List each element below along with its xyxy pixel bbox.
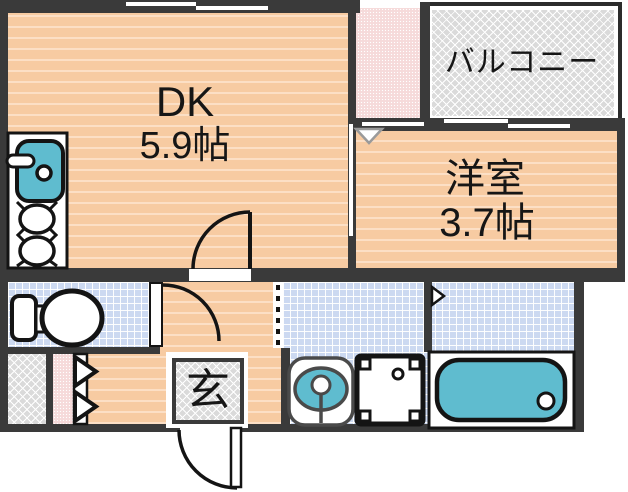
dk-door-sill	[189, 269, 251, 281]
top-window-icon	[196, 6, 268, 10]
washroom-floor	[283, 282, 428, 428]
wall-toilet-bottom	[0, 347, 160, 354]
wall-bottom	[0, 424, 584, 432]
wall-closet-divider	[46, 352, 53, 428]
wall-closet-balcony	[420, 2, 430, 128]
toilet-room-floor	[8, 282, 152, 348]
closet-pink-floor	[53, 353, 74, 425]
balcony-floor	[432, 10, 614, 116]
wall-washroom-bathroom	[424, 282, 432, 352]
wall-middle-horizontal	[0, 268, 625, 282]
western-room-floor	[348, 118, 625, 282]
closet-hatch-floor	[8, 353, 46, 425]
balcony-window-icon	[444, 119, 508, 123]
wall-western-right	[617, 118, 625, 282]
entrance-step-frame: 玄	[166, 352, 248, 428]
dk-room-size: 5.9帖	[139, 125, 231, 167]
entrance-step: 玄	[172, 358, 244, 424]
wall-hall-washroom	[281, 348, 290, 432]
top-window-icon	[126, 2, 196, 6]
wall-left	[0, 0, 8, 432]
top-closet-floor	[348, 8, 424, 124]
dk-room-label: DK	[155, 78, 215, 125]
balcony-label: バルコニー	[444, 46, 600, 79]
wall-top	[0, 0, 360, 13]
wall-bathroom-right	[574, 278, 584, 432]
balcony-window-icon	[508, 124, 570, 128]
entrance-label: 玄	[186, 365, 230, 415]
western-room-label: 洋室	[445, 157, 525, 201]
entrance-door-sill	[180, 424, 238, 432]
accordion-door-strip	[273, 282, 283, 348]
sliding-door-icon	[349, 124, 353, 236]
bathroom-floor	[428, 282, 578, 428]
balcony-window-icon	[362, 122, 424, 126]
western-room-size: 3.7帖	[439, 201, 535, 245]
entrance-door-swing	[177, 426, 243, 490]
